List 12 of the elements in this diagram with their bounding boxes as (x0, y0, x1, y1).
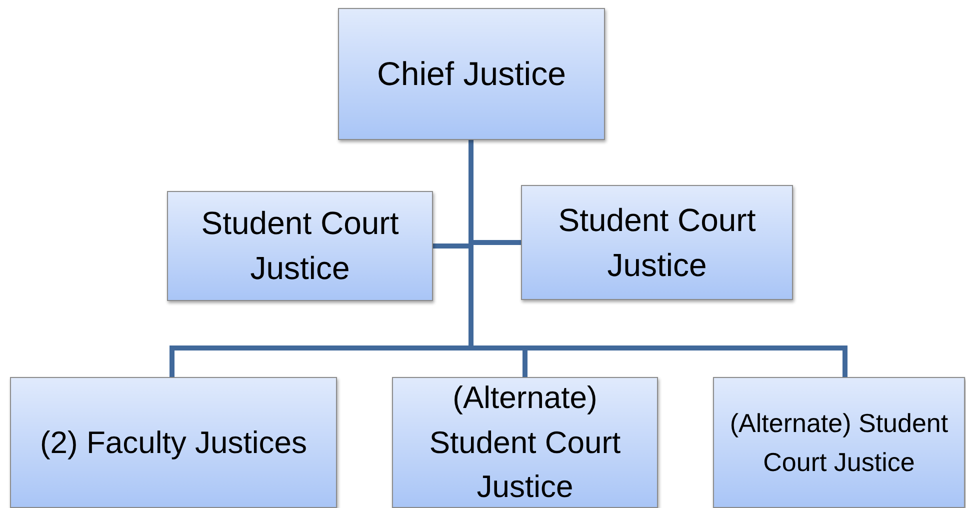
position-box (167, 191, 433, 301)
position-title: Chief Justice (377, 54, 566, 94)
position-title: (Alternate) Student Court Justice (428, 379, 622, 506)
position-box (10, 377, 337, 508)
position-box (338, 8, 605, 140)
position-box (521, 185, 793, 300)
position-title: Student Court Justice (557, 200, 757, 284)
position-title: (Alternate) Student Court Justice (728, 406, 950, 478)
position-title: Student Court Justice (200, 204, 400, 288)
position-title: (2) Faculty Justices (40, 424, 307, 462)
position-box (713, 377, 965, 508)
position-box (392, 377, 658, 508)
